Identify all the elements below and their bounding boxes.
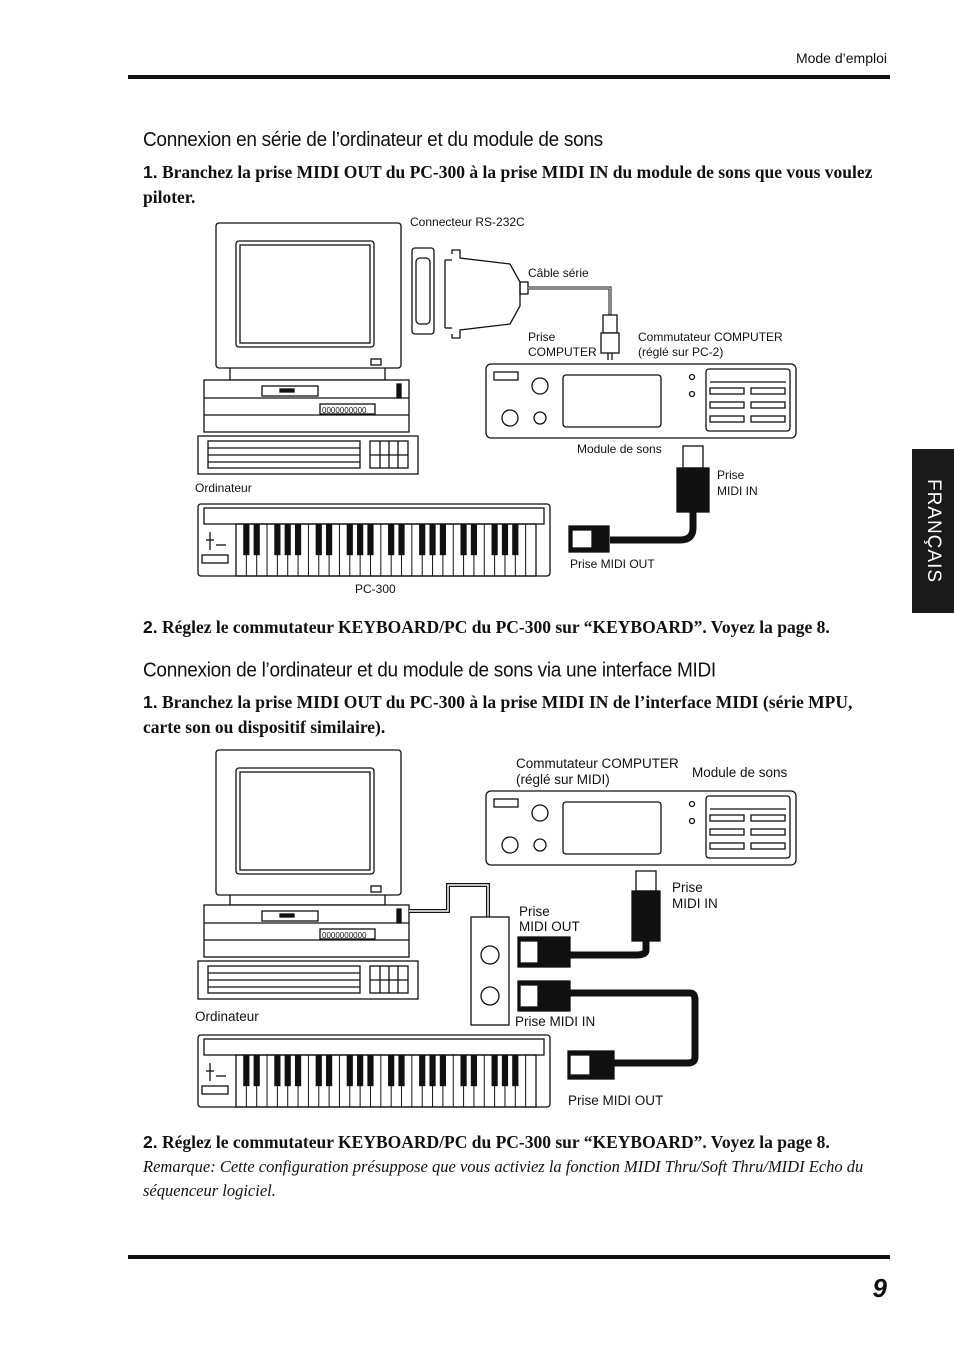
label-midi-in-1: Prise xyxy=(672,880,703,895)
bottom-rule xyxy=(128,1255,890,1259)
language-tab: FRANÇAIS xyxy=(912,449,954,613)
section2-title: Connexion de l’ordinateur et du module d… xyxy=(143,659,716,682)
figure-midi-interface-connection: Commutateur COMPUTER (réglé sur MIDI) Mo… xyxy=(195,749,797,1108)
label-connecteur: Connecteur RS-232C xyxy=(410,215,525,229)
label-midi-out-1: Prise xyxy=(519,904,550,919)
label-midi-in-2: MIDI IN xyxy=(672,896,718,911)
label-ordinateur: Ordinateur xyxy=(195,481,252,495)
section2-step2: 2. Réglez le commutateur KEYBOARD/PC du … xyxy=(143,1130,888,1155)
label-midi-out: Prise MIDI OUT xyxy=(570,557,655,571)
step-number: 1. xyxy=(143,692,158,712)
language-tab-label: FRANÇAIS xyxy=(923,478,944,584)
section1-step1: 1. Branchez la prise MIDI OUT du PC-300 … xyxy=(143,160,888,210)
disk-label: 0000000000 xyxy=(322,931,367,940)
label-commutateur-2: (réglé sur PC-2) xyxy=(638,345,723,359)
serial-cable-plug xyxy=(451,249,521,339)
label-commutateur-1: Commutateur COMPUTER xyxy=(638,330,783,344)
disk-label: 0000000000 xyxy=(322,406,367,415)
pc300-keys xyxy=(235,524,527,576)
section2-step1: 1. Branchez la prise MIDI OUT du PC-300 … xyxy=(143,690,888,740)
step-text: Réglez le commutateur KEYBOARD/PC du PC-… xyxy=(161,617,830,637)
label-prise-computer-2: COMPUTER xyxy=(528,345,597,359)
label-module: Module de sons xyxy=(577,442,662,456)
page-number: 9 xyxy=(872,1273,887,1303)
section1-step2: 2. Réglez le commutateur KEYBOARD/PC du … xyxy=(143,615,888,640)
label-midi-in-1: Prise xyxy=(717,468,745,482)
label-cable: Câble série xyxy=(528,266,589,280)
label-midi-in-2: MIDI IN xyxy=(717,484,758,498)
label-commutateur-1: Commutateur COMPUTER xyxy=(516,756,679,771)
step-text: Branchez la prise MIDI OUT du PC-300 à l… xyxy=(143,162,873,207)
label-pc300: PC-300 xyxy=(355,582,396,596)
label-commutateur-2: (réglé sur MIDI) xyxy=(516,772,610,787)
label-prise-midi-out: Prise MIDI OUT xyxy=(568,1093,663,1108)
label-midi-out-2: MIDI OUT xyxy=(519,919,580,934)
label-prise-computer-1: Prise xyxy=(528,330,556,344)
pc300-keys xyxy=(235,1055,527,1107)
computer-unit-icon xyxy=(203,379,410,433)
label-ordinateur: Ordinateur xyxy=(195,1009,259,1024)
midi-interface-icon xyxy=(470,916,510,1026)
remark-note: Remarque: Cette configuration présuppose… xyxy=(143,1157,864,1200)
monitor-icon xyxy=(215,749,402,896)
step-number: 1. xyxy=(143,162,158,182)
running-header: Mode d’emploi xyxy=(795,50,887,66)
computer-unit-icon xyxy=(203,904,410,958)
step-number: 2. xyxy=(143,1132,158,1152)
label-prise-midi-in: Prise MIDI IN xyxy=(515,1014,595,1029)
label-module: Module de sons xyxy=(692,765,788,780)
section1-title: Connexion en série de l’ordinateur et du… xyxy=(143,129,603,152)
rs232c-connector-icon xyxy=(411,247,435,335)
step-text: Réglez le commutateur KEYBOARD/PC du PC-… xyxy=(161,1132,830,1152)
figure-serial-connection: Connecteur RS-232C Câble série Prise COM… xyxy=(195,215,797,596)
step-text: Branchez la prise MIDI OUT du PC-300 à l… xyxy=(143,692,853,737)
monitor-icon xyxy=(215,222,402,369)
top-rule xyxy=(128,75,890,79)
step-number: 2. xyxy=(143,617,158,637)
